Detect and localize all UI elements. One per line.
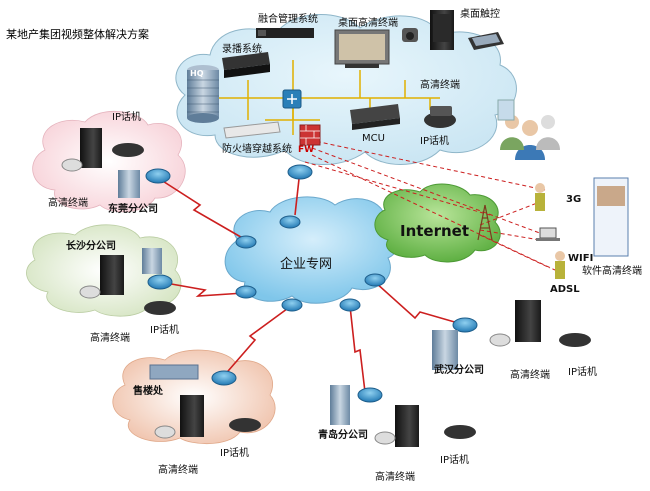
link-salesoffice (221, 305, 292, 379)
label-dongguan-branch: 东莞分公司 (108, 204, 158, 215)
label-wifi: WIFI (568, 253, 594, 264)
label-salesoffice-terminal: 高清终端 (158, 465, 198, 476)
router-icon (339, 298, 361, 312)
router-icon (211, 370, 237, 386)
wuhan-devices (432, 300, 591, 370)
router-icon (452, 317, 478, 333)
link-changsha (159, 281, 245, 297)
label-wuhan-ip-phone: IP话机 (568, 367, 597, 378)
link-qingdao (349, 305, 366, 393)
label-dongguan-ip-phone: IP话机 (112, 112, 141, 123)
router-icon (287, 164, 313, 180)
link-dongguan (157, 177, 247, 241)
label-wuhan-terminal: 高清终端 (510, 370, 550, 381)
laptop-icon (536, 227, 560, 241)
firewall-icon (299, 124, 321, 146)
mgmt-server-icon (256, 28, 314, 38)
soft-client-window-icon (593, 177, 629, 257)
router-icon (281, 298, 303, 312)
label-changsha-terminal: 高清终端 (90, 333, 130, 344)
label-hq-terminal: 高清终端 (420, 80, 460, 91)
dongguan-cloud (32, 110, 186, 213)
mobile-user-icon (535, 183, 545, 211)
routers (145, 164, 478, 403)
wan-links (157, 169, 466, 393)
label-internet: Internet (400, 222, 470, 240)
router-icon (145, 168, 171, 184)
fw-traversal-icon (223, 121, 281, 139)
label-changsha-branch: 长沙分公司 (66, 241, 116, 252)
label-hq-ip-phone: IP话机 (420, 136, 449, 147)
label-recording: 录播系统 (222, 44, 262, 55)
page-title: 某地产集团视频整体解决方案 (6, 28, 149, 41)
dongguan-devices (61, 128, 144, 198)
cell-tower-icon (477, 204, 493, 241)
remote-users (535, 177, 629, 279)
hq-building-icon (187, 65, 219, 123)
label-dongguan-terminal: 高清终端 (48, 198, 88, 209)
label-fw: FW (298, 145, 315, 155)
label-qingdao-terminal: 高清终端 (375, 472, 415, 483)
room-system-icon (334, 29, 390, 68)
label-wuhan-branch: 武汉分公司 (434, 365, 484, 376)
touch-panel-icon (468, 32, 504, 50)
label-hq: HQ (190, 69, 204, 78)
label-changsha-ip-phone: IP话机 (150, 325, 179, 336)
users-icon (497, 99, 560, 160)
adsl-user-icon (555, 251, 565, 279)
router-icon (364, 273, 386, 287)
router-icon (357, 387, 383, 403)
hq-camera-icon (402, 28, 418, 42)
label-soft-terminal: 软件高清终端 (582, 266, 642, 277)
label-qingdao-ip-phone: IP话机 (440, 455, 469, 466)
vpn-links (304, 139, 556, 271)
label-adsl: ADSL (550, 284, 580, 295)
label-mgmt-system: 融合管理系统 (258, 14, 318, 25)
label-enterprise-network: 企业专网 (280, 257, 333, 272)
hq-ip-phone-icon (424, 106, 456, 128)
router-icon (235, 285, 257, 299)
label-salesoffice-ip-phone: IP话机 (220, 448, 249, 459)
label-qingdao-branch: 青岛分公司 (318, 430, 368, 441)
qingdao-devices (330, 385, 476, 447)
label-desktop-touch: 桌面触控 (460, 9, 500, 20)
router-icon (235, 235, 257, 249)
router-icon (279, 215, 301, 229)
label-salesoffice: 售楼处 (133, 386, 163, 397)
salesoffice-devices (149, 364, 261, 439)
hq-core-switch-icon (282, 89, 302, 109)
hq-desktop-terminal-icon (430, 10, 454, 50)
mcu-icon (350, 104, 400, 130)
label-mcu: MCU (362, 133, 385, 144)
recording-server-icon (222, 52, 270, 78)
router-icon (147, 274, 173, 290)
label-fw-traversal: 防火墙穿越系统 (222, 144, 292, 155)
label-3g: 3G (566, 194, 582, 205)
link-wuhan (374, 281, 466, 326)
changsha-devices (79, 248, 176, 315)
label-desktop-hd: 桌面高清终端 (338, 18, 398, 29)
